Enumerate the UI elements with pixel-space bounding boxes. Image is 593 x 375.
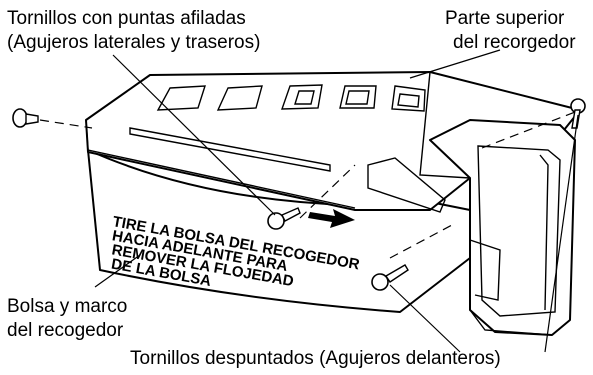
screw-front	[371, 264, 409, 291]
catcher-top-label-line-1: Parte superior	[445, 8, 565, 29]
sharp-screws-label-line-2: (Agujeros laterales y traseros)	[7, 32, 261, 53]
blunt-screws-label: Tornillos despuntados (Agujeros delanter…	[130, 348, 501, 369]
pull-arrow-icon	[308, 209, 355, 228]
bag-frame-label-line-1: Bolsa y marco	[7, 296, 128, 317]
sharp-screws-label-line-1: Tornillos con puntas afiladas	[7, 8, 246, 29]
catcher-top-label-line-2: del recorgedor	[453, 32, 576, 53]
screw-left	[12, 108, 39, 128]
screw-rear	[570, 98, 586, 129]
screw-side	[267, 207, 301, 230]
bag-frame-label-line-2: del recogedor	[7, 320, 124, 341]
catcher-frame	[429, 119, 576, 336]
